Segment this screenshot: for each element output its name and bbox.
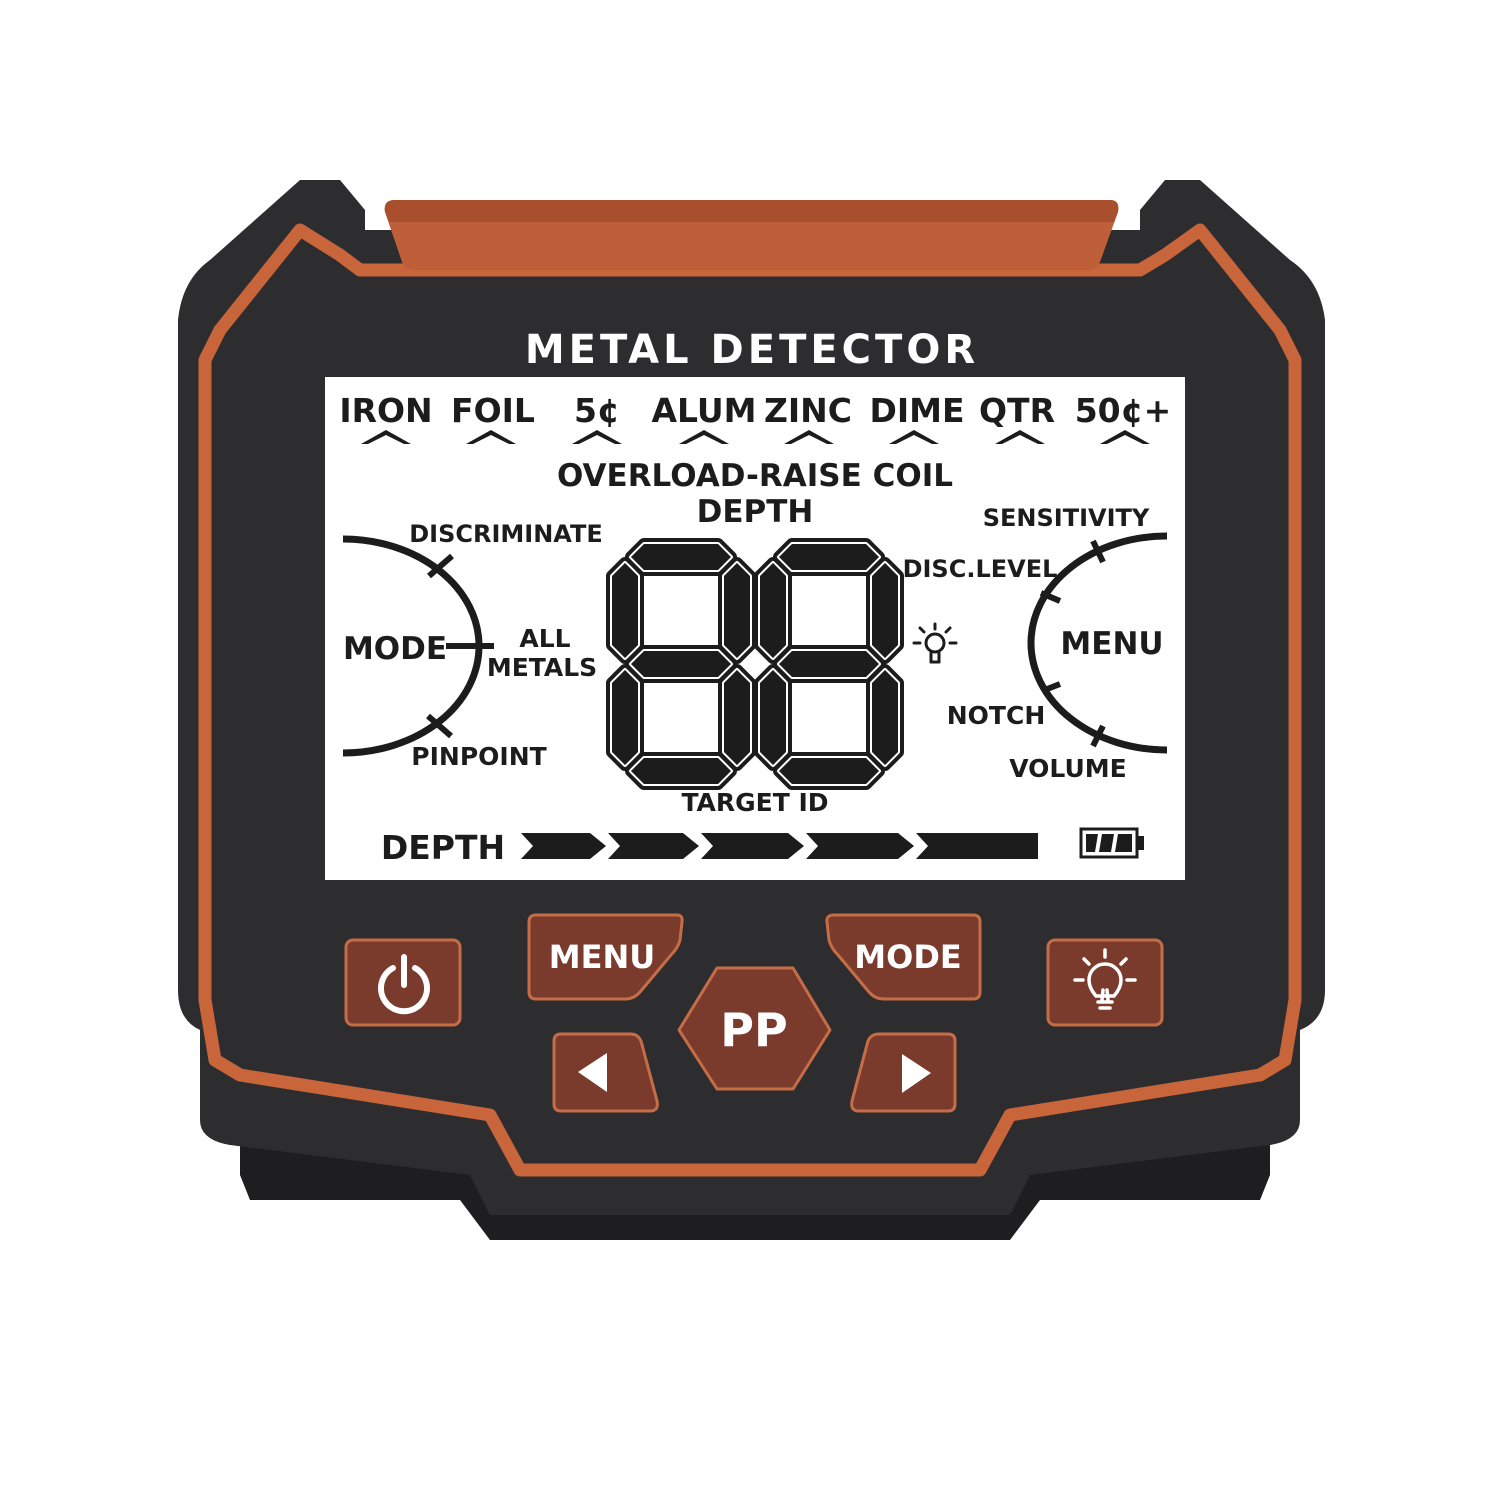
seven-segment-digit-2: [754, 538, 904, 790]
menu-notch-label: NOTCH: [947, 701, 1046, 730]
target-pointer-iron: [361, 430, 411, 444]
mode-button-label: MODE: [854, 938, 961, 976]
device-title: METAL DETECTOR: [525, 327, 979, 373]
segment-e: [760, 670, 786, 765]
depth-segment-5: [916, 833, 1038, 859]
target-id-digits: [606, 538, 904, 790]
menu-button-label: MENU: [549, 938, 655, 976]
pinpoint-button-label: PP: [720, 1003, 787, 1057]
segment-c: [872, 670, 898, 765]
depth-segment-2: [608, 833, 699, 859]
target-pointer-dime: [889, 430, 939, 444]
light-button-icon: [1073, 948, 1137, 1010]
target-label-dime: DIME: [869, 391, 964, 430]
menu-tick-disc-level: [1039, 590, 1062, 604]
menu-dial-label: MENU: [1060, 626, 1163, 662]
target-pointers: [361, 430, 1150, 444]
menu-disc-level-label: DISC.LEVEL: [903, 555, 1058, 583]
target-label-zinc: ZINC: [764, 391, 852, 430]
segment-g: [631, 651, 731, 677]
target-label-50c: 50¢+: [1075, 391, 1172, 430]
segment-b: [724, 563, 750, 658]
depth-label-bottom: DEPTH: [381, 828, 505, 867]
top-handle-shade: [384, 200, 1119, 222]
segment-a: [779, 544, 879, 570]
segment-d: [631, 758, 731, 784]
target-pointer-foil: [466, 430, 516, 444]
target-label-qtr: QTR: [979, 391, 1055, 430]
menu-dial-arc: [1027, 532, 1168, 754]
depth-bar: [521, 833, 1038, 859]
segment-c: [724, 670, 750, 765]
target-pointer-nickel: [572, 430, 622, 444]
segment-b: [872, 563, 898, 658]
target-label-iron: IRON: [339, 391, 432, 430]
depth-segment-3: [701, 833, 804, 859]
mode-button[interactable]: MODE: [825, 913, 982, 1001]
mode-dial-label: MODE: [343, 631, 447, 667]
segment-e: [612, 670, 638, 765]
menu-dial: MENU SENSITIVITY DISC.LEVEL NOTCH VOLUME: [903, 504, 1168, 783]
backlight-icon: [912, 622, 958, 664]
depth-label-top: DEPTH: [697, 494, 814, 530]
menu-tick-volume: [1090, 724, 1106, 748]
accent-outline: [198, 223, 1302, 1177]
mode-dial: MODE DISCRIMINATE ALL METALS PINPOINT: [343, 520, 603, 771]
segment-f: [612, 563, 638, 658]
menu-tick-sensitivity: [1090, 539, 1106, 564]
menu-button[interactable]: MENU: [527, 913, 684, 1001]
mode-metals-label: METALS: [487, 653, 597, 682]
menu-tick-notch: [1040, 681, 1062, 694]
target-pointer-50c: [1100, 430, 1150, 444]
segment-d: [779, 758, 879, 784]
depth-segment-4: [806, 833, 914, 859]
segment-a: [631, 544, 731, 570]
mode-pinpoint-label: PINPOINT: [411, 742, 546, 771]
mode-discriminate-label: DISCRIMINATE: [409, 520, 603, 548]
right-arrow-icon: [902, 1054, 931, 1093]
mode-tick-pinpoint: [426, 713, 453, 739]
target-pointer-alum: [679, 430, 729, 444]
segment-f: [760, 563, 786, 658]
segment-g: [779, 651, 879, 677]
depth-segment-1: [521, 833, 606, 859]
target-id-label: TARGET ID: [681, 788, 828, 817]
seven-segment-digit-1: [606, 538, 756, 790]
target-pointer-zinc: [784, 430, 834, 444]
target-labels: IRON FOIL 5¢ ALUM ZINC DIME QTR 50¢+: [339, 391, 1171, 430]
light-button[interactable]: [1046, 938, 1164, 1027]
battery-icon: [1079, 827, 1144, 859]
left-button[interactable]: [552, 1032, 659, 1113]
power-icon: [378, 954, 430, 1015]
menu-volume-label: VOLUME: [1009, 754, 1126, 783]
target-pointer-qtr: [995, 430, 1045, 444]
left-arrow-icon: [578, 1053, 607, 1092]
overload-label: OVERLOAD-RAISE COIL: [557, 458, 953, 494]
target-label-nickel: 5¢: [574, 391, 620, 430]
target-label-foil: FOIL: [451, 391, 535, 430]
power-button[interactable]: [344, 938, 462, 1027]
pinpoint-button[interactable]: PP: [677, 966, 832, 1091]
menu-sensitivity-label: SENSITIVITY: [983, 504, 1150, 532]
mode-tick-discriminate: [427, 553, 454, 579]
target-label-alum: ALUM: [651, 391, 756, 430]
right-button[interactable]: [850, 1032, 957, 1113]
mode-all-label: ALL: [519, 624, 570, 653]
